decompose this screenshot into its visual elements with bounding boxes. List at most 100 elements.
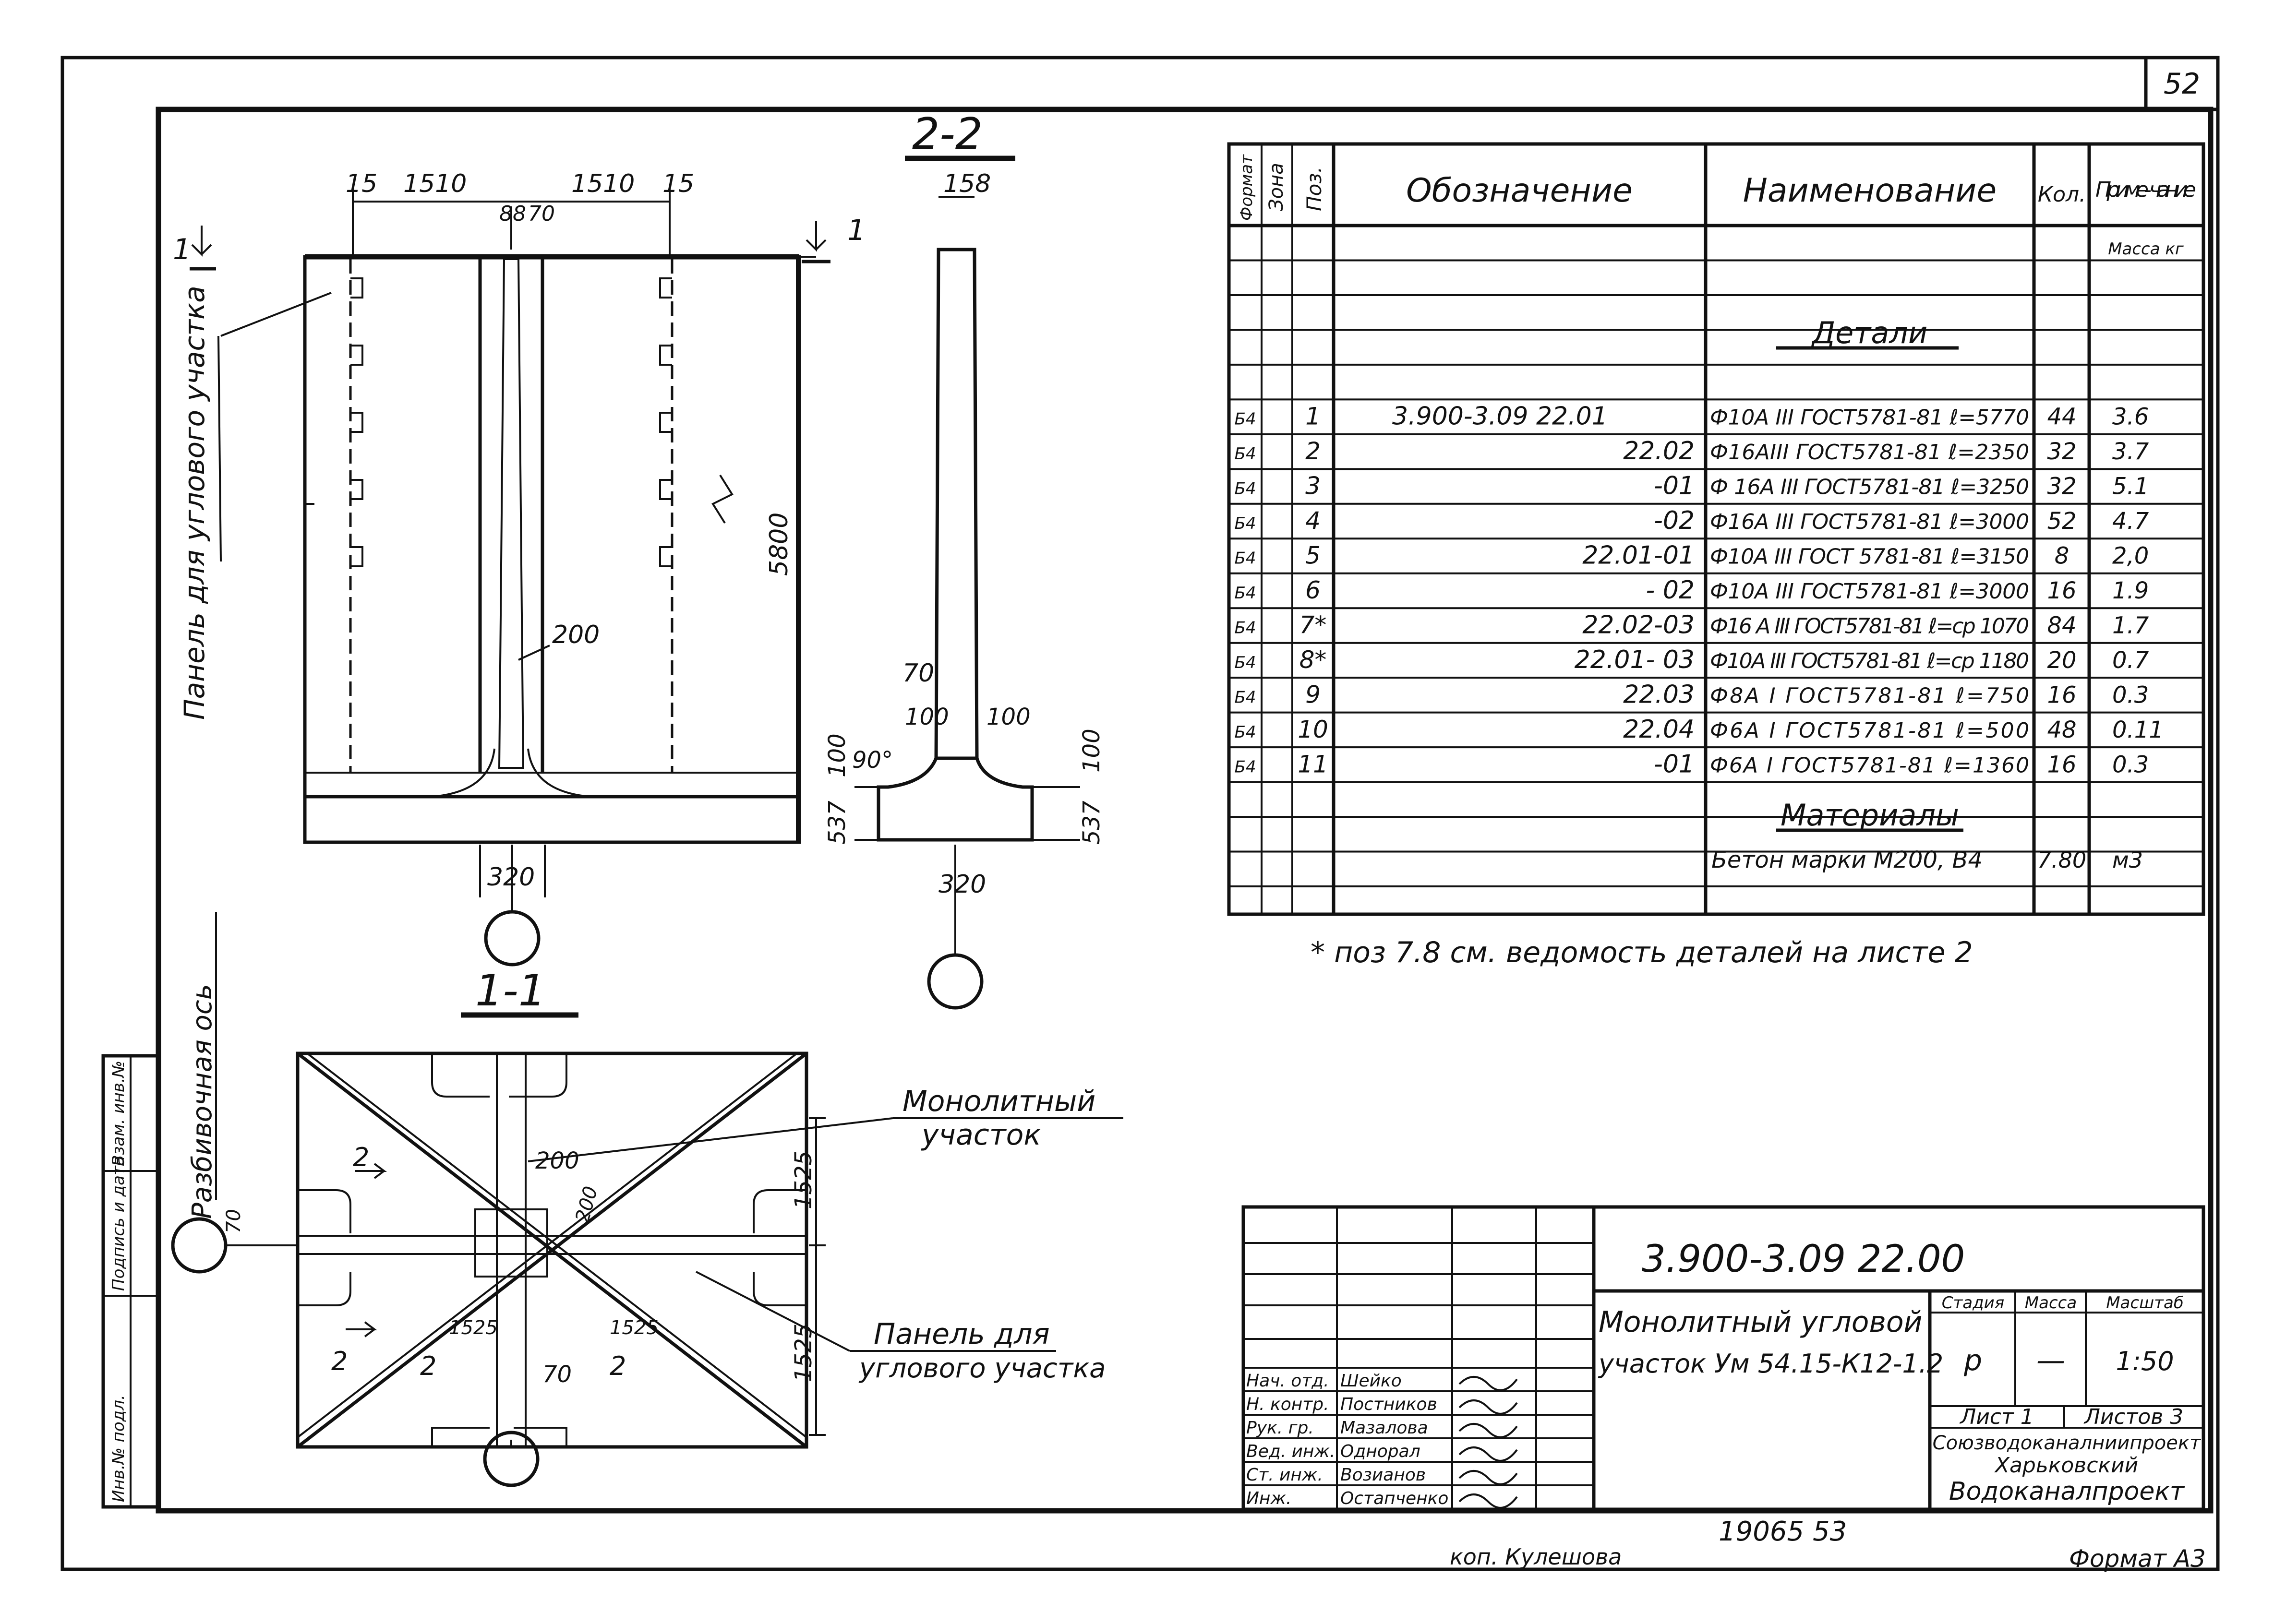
row-note: 2,0	[2112, 542, 2149, 569]
dim-15-right: 15	[662, 169, 694, 198]
section-2-2-view: 2-2 158 70 100 100 90° 100 537 100 537 3…	[824, 109, 1105, 1010]
dim-70-plan-bottom: 70	[542, 1361, 572, 1388]
row-name: Ф10А III ГОСТ5781-81 ℓ=5770	[1710, 406, 2029, 430]
row-note: 0.3	[2112, 681, 2149, 708]
signature	[1458, 1376, 1518, 1391]
plan-cut-2-a: 2	[353, 1142, 369, 1172]
scale-label: Масштаб	[2106, 1293, 2184, 1313]
row-designation: 22.04	[1623, 715, 1695, 744]
row-qty: 16	[2047, 751, 2076, 778]
row-qty: 16	[2047, 681, 2076, 708]
cut-marker-right: 1	[847, 214, 866, 247]
row-format: Б4	[1235, 549, 1256, 568]
panel-label-vertical: Панель для углового участка	[178, 286, 211, 720]
row-pos: 5	[1305, 541, 1321, 569]
paper-format: Формат А3	[2069, 1545, 2206, 1573]
person-role: Вед. инж.	[1246, 1442, 1335, 1461]
dim-320-elev: 320	[487, 863, 535, 892]
person-name: Остапченко	[1340, 1489, 1448, 1508]
dim-70-top: 70	[528, 202, 555, 226]
dim-15-left: 15	[346, 169, 377, 198]
stage-label: Стадия	[1942, 1293, 2004, 1313]
sheet-total: Листов 3	[2083, 1405, 2183, 1429]
row-note: 4.7	[2112, 508, 2149, 535]
row-qty: 48	[2047, 716, 2076, 743]
person-name: Мазалова	[1340, 1418, 1428, 1438]
row-pos: 7*	[1299, 611, 1327, 639]
signature	[1458, 1470, 1518, 1485]
hdr-qty: Кол.	[2038, 182, 2086, 207]
hdr-pos: Поз.	[1302, 167, 1326, 211]
row-pos: 10	[1298, 716, 1328, 743]
row-name: Ф16АIII ГОСТ5781-81 ℓ=2350	[1710, 440, 2029, 465]
hdr-name: Наименование	[1743, 172, 1997, 210]
row-note: 0.7	[2112, 647, 2149, 674]
dim-100-right: 100	[987, 704, 1031, 730]
plan-view: 200 200 1525 1525 1525 1525 70 70 2 2 2 …	[171, 912, 1123, 1487]
monolith-label-line1: Монолитный	[902, 1085, 1095, 1118]
person-role: Ст. инж.	[1246, 1465, 1323, 1485]
row-designation: 22.02	[1623, 437, 1695, 466]
row-note: 5.1	[2112, 473, 2149, 500]
row-designation: - 02	[1646, 576, 1695, 605]
row-pos: 1	[1305, 403, 1321, 430]
row-pos: 11	[1298, 750, 1328, 778]
sheet-number: 52	[2164, 67, 2200, 101]
hdr-note-unit: Масса кг	[2108, 239, 2184, 259]
dim-5800: 5800	[765, 513, 794, 576]
dim-1525-right-top: 1525	[790, 1151, 817, 1209]
row-qty: 84	[2047, 612, 2076, 639]
dim-320-section: 320	[938, 870, 986, 899]
row-designation: 22.01- 03	[1575, 645, 1695, 674]
scale-value: 1:50	[2116, 1346, 2174, 1376]
row-note: 1.7	[2112, 612, 2149, 639]
plan-cut-2-c: 2	[420, 1351, 436, 1381]
row-note: 1.9	[2112, 577, 2149, 604]
person-name: Шейко	[1340, 1371, 1402, 1391]
dim-1510-left: 1510	[403, 169, 467, 198]
row-note: 0.11	[2112, 716, 2164, 743]
row-name: Ф10А III ГОСТ5781-81 ℓ=3000	[1710, 579, 2029, 604]
row-format: Б4	[1235, 444, 1256, 464]
row-qty: 52	[2047, 508, 2076, 535]
dim-1510-right: 1510	[571, 169, 635, 198]
doc-title-line1: Монолитный угловой	[1599, 1305, 1923, 1339]
row-designation: -01	[1654, 472, 1695, 501]
dim-200-elev: 200	[552, 621, 600, 649]
dim-100-vert-right: 100	[1078, 728, 1105, 773]
axis-label: Разбивочная ось	[187, 984, 218, 1219]
row-name: Ф16А III ГОСТ5781-81 ℓ=3000	[1710, 510, 2029, 534]
row-pos: 2	[1305, 437, 1321, 465]
person-role: Рук. гр.	[1246, 1418, 1314, 1438]
signature	[1458, 1399, 1518, 1415]
row-pos: 9	[1305, 681, 1321, 708]
spec-table: Формат Зона Поз. Обозначение Наименовани…	[1227, 142, 2205, 969]
dim-90: 90°	[852, 747, 893, 774]
mass-label: Масса	[2025, 1293, 2077, 1313]
person-name: Однорал	[1340, 1442, 1420, 1461]
signature	[1458, 1423, 1518, 1438]
row-designation: -02	[1654, 506, 1695, 535]
copied-by: коп. Кулешова	[1450, 1544, 1622, 1570]
stage-value: р	[1963, 1344, 1982, 1377]
dim-1525-right-bottom: 1525	[790, 1324, 817, 1382]
dim-100-vert-left: 100	[824, 733, 851, 777]
person-role: Инж.	[1246, 1489, 1291, 1508]
panel-label-line1: Панель для	[874, 1317, 1050, 1351]
row-designation: 22.01-01	[1582, 541, 1695, 570]
hdr-format: Формат	[1237, 154, 1256, 221]
mass-value: —	[2036, 1344, 2065, 1377]
row-name: Ф6А I ГОСТ5781-81 ℓ=1360	[1710, 753, 2029, 777]
hdr-note: Приме- чание	[2095, 178, 2196, 202]
row-format: Б4	[1235, 514, 1256, 533]
row-qty: 20	[2047, 647, 2076, 674]
row-note: 3.7	[2112, 438, 2149, 465]
person-role: Нач. отд.	[1246, 1371, 1329, 1391]
row-name: Ф10А III ГОСТ5781-81 ℓ=ср 1180	[1710, 649, 2029, 673]
org-line1: Союзводоканалниипроект	[1933, 1432, 2202, 1454]
row-name: Ф10А III ГОСТ 5781-81 ℓ=3150	[1710, 544, 2029, 569]
sheet-current: Лист 1	[1959, 1405, 2033, 1429]
